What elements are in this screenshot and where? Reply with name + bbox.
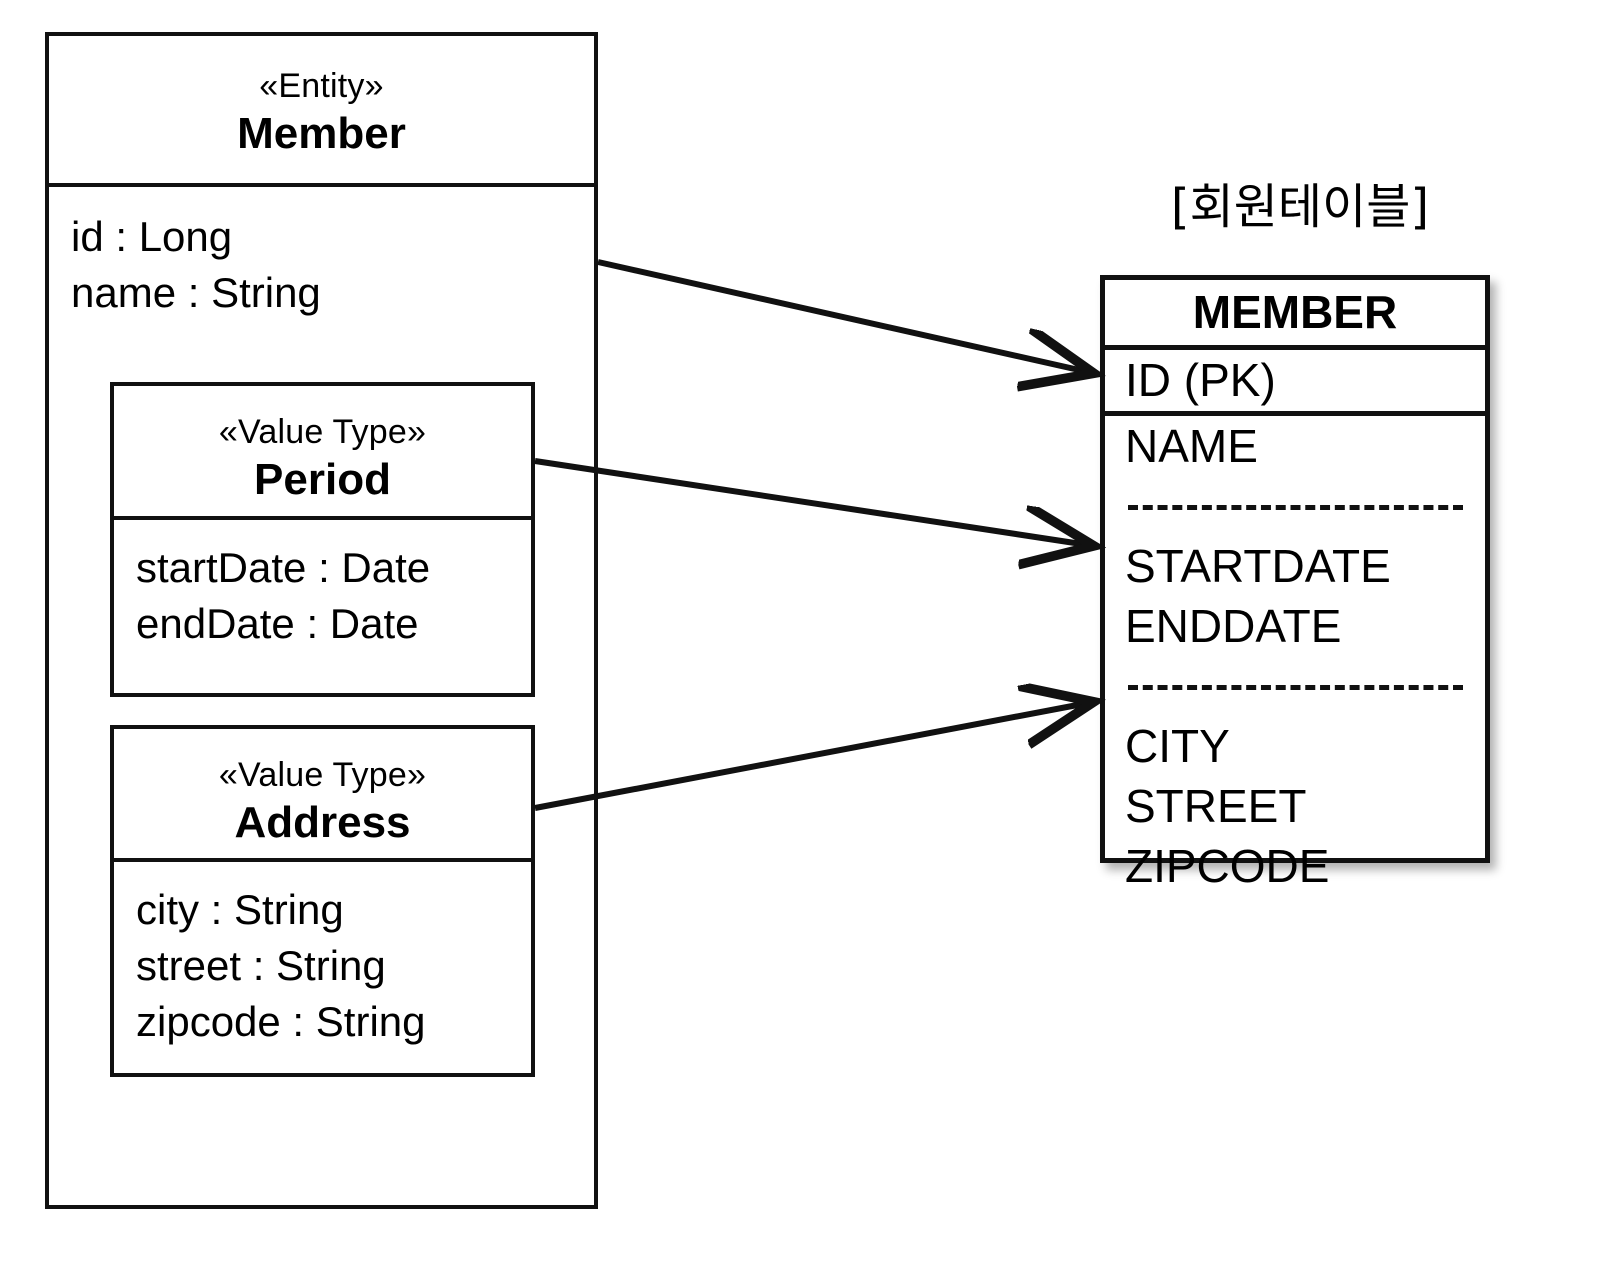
value-type-name: Address (234, 798, 411, 847)
value-type-name: Period (254, 455, 391, 504)
mapping-arrow-member-to-id (597, 259, 1088, 372)
value-type-address-box[interactable]: «Value Type» Address city : String stree… (110, 725, 535, 1077)
value-type-attribute: endDate : Date (136, 600, 419, 647)
value-type-period-header: «Value Type» Period (114, 386, 531, 520)
entity-attribute: name : String (71, 269, 321, 316)
db-column: STARTDATE (1125, 540, 1391, 592)
db-column-primary-key: ID (PK) (1105, 350, 1485, 416)
db-table-name: MEMBER (1105, 280, 1485, 350)
db-table-caption: [회원테이블] (1170, 179, 1430, 235)
value-type-address-attribute-list: city : String street : String zipcode : … (114, 862, 531, 1050)
mapping-arrow-address-to-city (534, 703, 1088, 811)
db-column: ZIPCODE (1125, 840, 1330, 892)
value-type-period-attribute-list: startDate : Date endDate : Date (114, 520, 531, 652)
db-column: CITY (1125, 720, 1230, 772)
value-type-attribute: startDate : Date (136, 544, 431, 591)
value-type-stereotype: «Value Type» (218, 413, 427, 451)
value-type-attribute: city : String (136, 886, 344, 933)
value-type-attribute: street : String (136, 942, 386, 989)
db-table-member[interactable]: MEMBER ID (PK) NAME STARTDATE ENDDATE CI… (1100, 275, 1490, 892)
entity-name: Member (237, 109, 406, 158)
value-type-period-box[interactable]: «Value Type» Period startDate : Date end… (110, 382, 535, 697)
entity-member-header: «Entity» Member (49, 36, 594, 187)
db-column: STREET (1125, 780, 1307, 832)
db-column-group-separator (1125, 656, 1485, 716)
entity-stereotype: «Entity» (259, 67, 384, 105)
db-column: NAME (1125, 420, 1258, 472)
db-column: ENDDATE (1125, 600, 1342, 652)
value-type-attribute: zipcode : String (136, 998, 426, 1045)
value-type-stereotype: «Value Type» (218, 756, 427, 794)
entity-attribute: id : Long (71, 213, 233, 260)
value-type-address-header: «Value Type» Address (114, 729, 531, 862)
db-column-list: NAME STARTDATE ENDDATE CITY STREET ZIPCO… (1105, 416, 1485, 896)
db-column-group-separator (1125, 476, 1485, 536)
entity-attribute-list: id : Long name : String (49, 187, 594, 321)
mapping-arrow-period-to-startdate (534, 458, 1088, 545)
